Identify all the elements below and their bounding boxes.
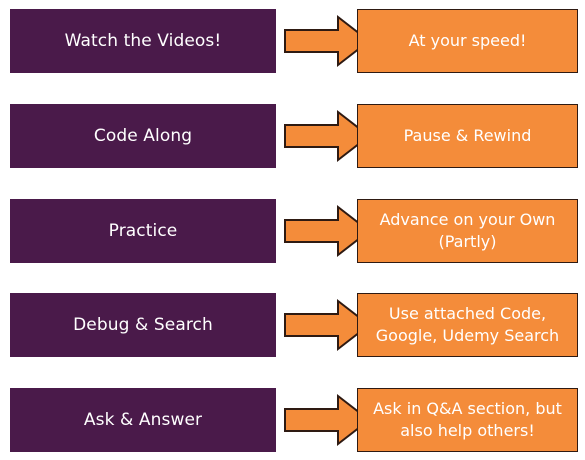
workflow-row-ask: Ask & Answer Ask in Q&A section, but als… xyxy=(0,388,585,452)
arrow-right-icon xyxy=(284,204,371,258)
detail-box-practice: Advance on your Own (Partly) xyxy=(357,199,578,263)
step-box-code-along: Code Along xyxy=(10,104,276,168)
arrow-right-icon xyxy=(284,14,371,68)
workflow-row-debug: Debug & Search Use attached Code, Google… xyxy=(0,293,585,357)
step-box-watch: Watch the Videos! xyxy=(10,9,276,73)
workflow-row-practice: Practice Advance on your Own (Partly) xyxy=(0,199,585,263)
arrow-right-icon xyxy=(284,393,371,447)
arrow-right-icon xyxy=(284,109,371,163)
detail-box-debug: Use attached Code, Google, Udemy Search xyxy=(357,293,578,357)
detail-box-ask: Ask in Q&A section, but also help others… xyxy=(357,388,578,452)
step-box-practice: Practice xyxy=(10,199,276,263)
workflow-row-code-along: Code Along Pause & Rewind xyxy=(0,104,585,168)
step-box-ask: Ask & Answer xyxy=(10,388,276,452)
workflow-row-watch: Watch the Videos! At your speed! xyxy=(0,9,585,73)
arrow-right-icon xyxy=(284,298,371,352)
step-box-debug: Debug & Search xyxy=(10,293,276,357)
detail-box-code-along: Pause & Rewind xyxy=(357,104,578,168)
detail-box-watch: At your speed! xyxy=(357,9,578,73)
